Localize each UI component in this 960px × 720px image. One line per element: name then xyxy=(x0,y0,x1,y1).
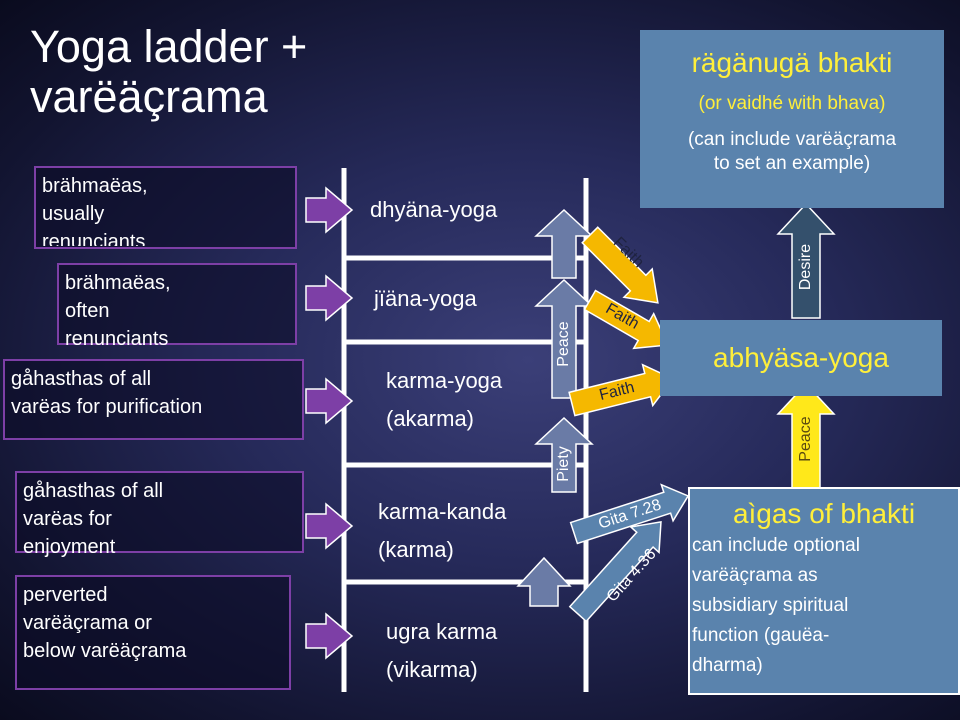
peace-ladder-label: Peace xyxy=(555,321,572,367)
rung-karma-kanda: karma-kanda (karma) xyxy=(378,493,506,569)
rung-line: (karma) xyxy=(378,537,454,562)
raganuga-title: rägänugä bhakti xyxy=(691,47,893,78)
raganuga-sub1: (or vaidhé with bhava) xyxy=(698,93,886,114)
desire-label: Desire xyxy=(797,243,814,291)
category-line: perverted xyxy=(23,584,108,606)
category-brahmanas-often: brähmaëas, often renunciants xyxy=(57,263,297,350)
category-line: usually xyxy=(42,203,105,225)
raganuga-bhakti-box: rägänugä bhakti (or vaidhé with bhava) (… xyxy=(640,30,944,208)
category-line: varëäçrama or xyxy=(23,612,152,634)
category-line: often xyxy=(65,300,110,322)
category-line: gåhasthas of all xyxy=(23,480,164,502)
angas-title: aìgas of bhakti xyxy=(732,498,916,529)
category-grhasthas-enjoyment: gåhasthas of all varëas for enjoyment xyxy=(15,471,304,558)
category-line: brähmaëas, xyxy=(65,272,171,294)
angas-line: varëäçrama as xyxy=(692,565,818,586)
category-line: enjoyment xyxy=(23,536,116,558)
category-brahmanas-renunciants: brähmaëas, usually renunciants xyxy=(34,166,297,249)
ladder-up-arrow-top xyxy=(534,208,594,279)
desire-arrow xyxy=(776,202,836,319)
angas-line: dharma) xyxy=(692,655,763,676)
peace-right-label: Peace xyxy=(797,416,814,462)
category-line: renunciants xyxy=(42,231,146,246)
category-grhasthas-purification: gåhasthas of all varëas for purification xyxy=(3,359,304,440)
ladder-up-arrow-piety xyxy=(534,416,594,493)
piety-ladder-label: Piety xyxy=(555,446,572,482)
rung-karma-yoga: karma-yoga (akarma) xyxy=(386,362,502,438)
gita-arrow-1 xyxy=(569,483,690,545)
title-line-1: Yoga ladder + xyxy=(30,21,308,72)
page-title: Yoga ladder + varëäçrama xyxy=(30,22,450,122)
rung-line: karma-yoga xyxy=(386,368,503,393)
category-line: varëas for xyxy=(23,508,112,530)
angas-line: subsidiary spiritual xyxy=(692,595,849,616)
rung-line: dhyäna-yoga xyxy=(370,197,498,222)
category-line: brähmaëas, xyxy=(42,175,148,197)
category-line: gåhasthas of all xyxy=(11,368,152,390)
purple-arrow-2 xyxy=(305,274,354,322)
rung-line: (vikarma) xyxy=(386,657,478,682)
abhyasa-title: abhyäsa-yoga xyxy=(713,342,889,373)
rung-line: (akarma) xyxy=(386,406,475,431)
angas-line: can include optional xyxy=(692,535,860,556)
category-line: below varëäçrama xyxy=(23,640,187,662)
purple-arrow-5 xyxy=(305,612,354,660)
peace-right-arrow xyxy=(776,382,836,489)
ladder-up-arrow-bottom xyxy=(516,556,572,607)
raganuga-sub2-line1: (can include varëäçrama xyxy=(687,129,897,150)
gita-arrow-2 xyxy=(568,520,662,623)
faith-arrow-2 xyxy=(583,289,670,350)
angas-line: function (gauëa- xyxy=(692,625,830,646)
category-line: renunciants xyxy=(65,328,169,350)
ladder-up-arrow-peace xyxy=(534,278,594,399)
rung-line: karma-kanda xyxy=(378,499,507,524)
abhyasa-yoga-box: abhyäsa-yoga xyxy=(660,320,942,396)
rung-jnana-yoga: jïäna-yoga xyxy=(374,284,477,314)
title-line-2: varëäçrama xyxy=(30,71,268,122)
angas-of-bhakti-box: aìgas of bhakti can include optional var… xyxy=(688,487,960,695)
rung-line: ugra karma xyxy=(386,619,498,644)
faith-arrow-1 xyxy=(581,226,659,304)
category-line: varëas for purification xyxy=(11,396,203,418)
rung-line: jïäna-yoga xyxy=(374,286,477,311)
category-perverted: perverted varëäçrama or below varëäçrama xyxy=(15,575,291,690)
purple-arrow-1 xyxy=(305,186,354,234)
purple-arrow-4 xyxy=(305,502,354,550)
purple-arrow-3 xyxy=(305,377,354,425)
rung-dhyana-yoga: dhyäna-yoga xyxy=(370,195,497,225)
raganuga-sub2-line2: to set an example) xyxy=(713,153,871,174)
rung-ugra-karma: ugra karma (vikarma) xyxy=(386,613,497,689)
